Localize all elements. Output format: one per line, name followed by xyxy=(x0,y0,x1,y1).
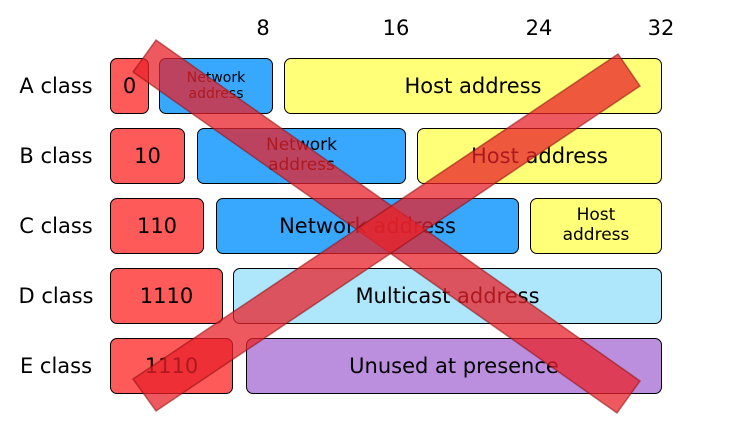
row-label-b-class: B class xyxy=(19,144,93,168)
bit-marker-24: 24 xyxy=(525,16,553,40)
d-class-prefix: 1110 xyxy=(110,268,223,324)
c-class-prefix: 110 xyxy=(110,198,204,254)
cross-bar-ascending xyxy=(131,52,642,413)
row-label-d-class: D class xyxy=(18,284,94,308)
bit-marker-16: 16 xyxy=(382,16,410,40)
c-class-host-address: Host address xyxy=(530,198,662,254)
c-class-host-address-text: Host address xyxy=(562,205,630,245)
row-label-a-class: A class xyxy=(19,74,93,98)
row-label-c-class: C class xyxy=(19,214,93,238)
b-class-prefix: 10 xyxy=(110,128,185,184)
row-label-e-class: E class xyxy=(19,354,93,378)
bit-marker-8: 8 xyxy=(256,16,270,40)
bit-marker-32: 32 xyxy=(647,16,675,40)
